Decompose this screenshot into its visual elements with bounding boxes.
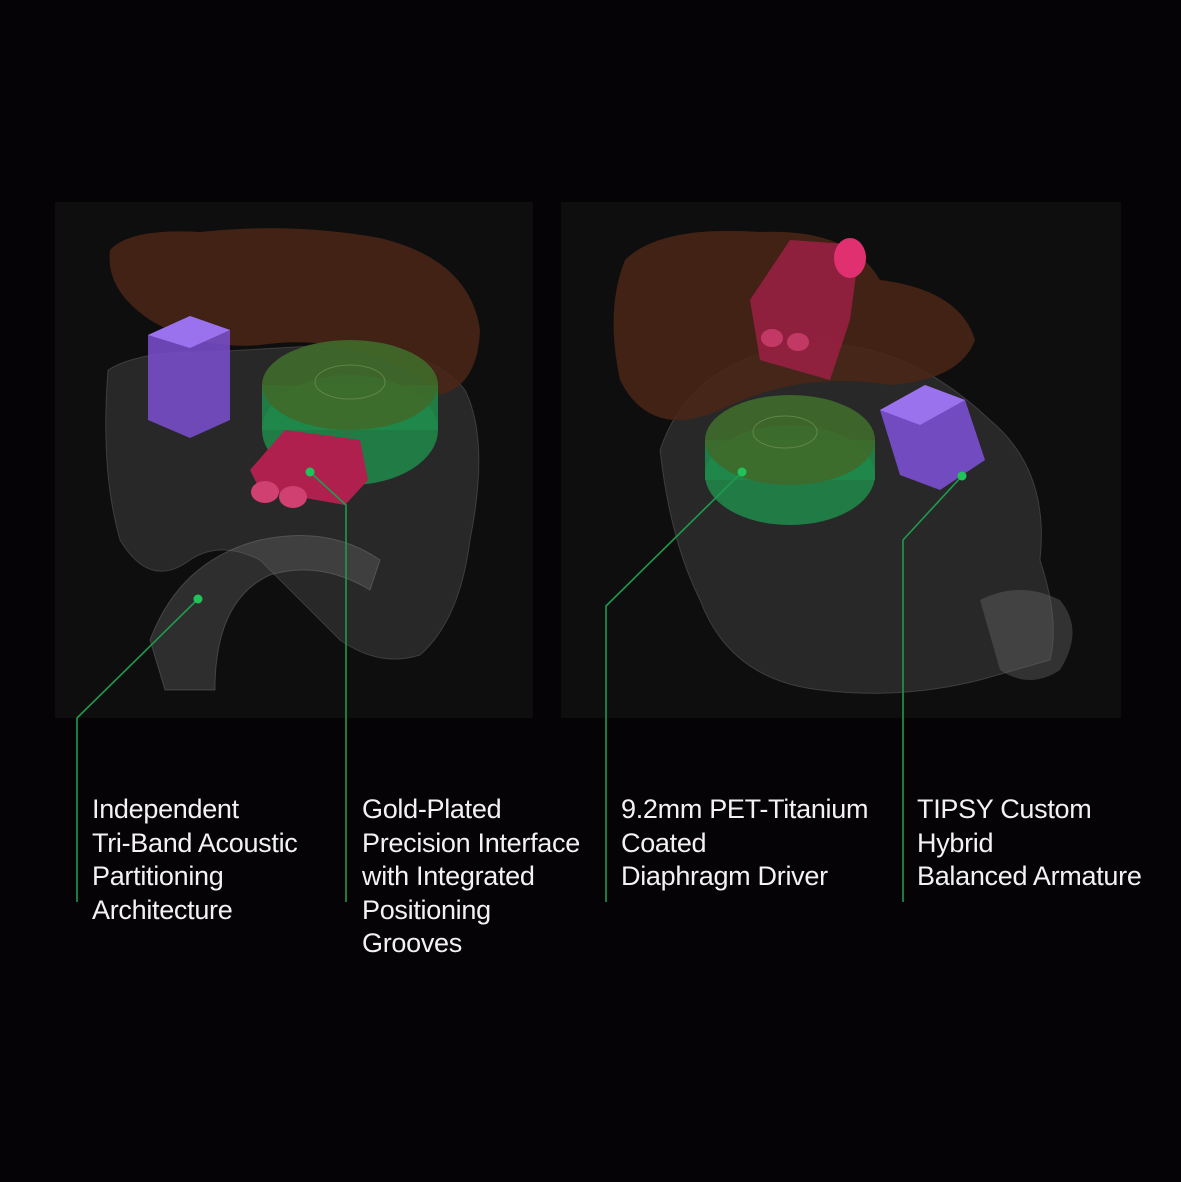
leader-line-acoustic-partitioning	[76, 598, 199, 902]
callout-line: Gold-Plated	[362, 794, 502, 824]
leader-line-interface	[309, 471, 347, 902]
callout-line: with Integrated	[362, 861, 535, 891]
callout-line: Hybrid	[917, 827, 994, 858]
callout-line: TIPSY Custom	[917, 794, 1092, 824]
callout-line: Independent	[92, 794, 239, 824]
callout-dot	[957, 471, 967, 481]
callout-line: Precision Interface	[362, 827, 580, 858]
callout-line: Grooves	[362, 928, 462, 958]
left-nozzle	[149, 535, 381, 691]
callout-line: Balanced Armature	[917, 861, 1142, 891]
right-dynamic-driver	[705, 395, 875, 525]
leader-line-driver	[605, 471, 743, 902]
callout-dot	[193, 594, 203, 604]
right-nozzle	[980, 590, 1073, 680]
callout-balanced-armature: TIPSY Custom Hybrid Balanced Armature	[917, 793, 1142, 894]
callout-acoustic-partitioning: Independent Tri-Band Acoustic Partitioni…	[92, 793, 298, 927]
leader-line-armature	[902, 475, 963, 902]
right-earpiece	[613, 230, 1073, 694]
callout-line: Positioning	[362, 894, 491, 925]
callout-line: Tri-Band Acoustic	[92, 827, 298, 858]
right-balanced-armature	[880, 385, 985, 490]
right-connector	[750, 238, 866, 380]
callout-line: 9.2mm PET-Titanium	[621, 794, 869, 824]
left-balanced-armature	[148, 316, 230, 438]
callout-line: Coated	[621, 827, 707, 858]
callout-diaphragm-driver: 9.2mm PET-Titanium Coated Diaphragm Driv…	[621, 793, 868, 894]
left-earpiece	[105, 228, 480, 691]
callout-gold-plated-interface: Gold-Plated Precision Interface with Int…	[362, 793, 580, 961]
left-connector	[250, 430, 368, 508]
callout-line: Partitioning	[92, 861, 224, 891]
callout-dot	[305, 467, 315, 477]
callout-line: Diaphragm Driver	[621, 861, 828, 891]
callout-dot	[737, 467, 747, 477]
callout-line: Architecture	[92, 894, 233, 925]
